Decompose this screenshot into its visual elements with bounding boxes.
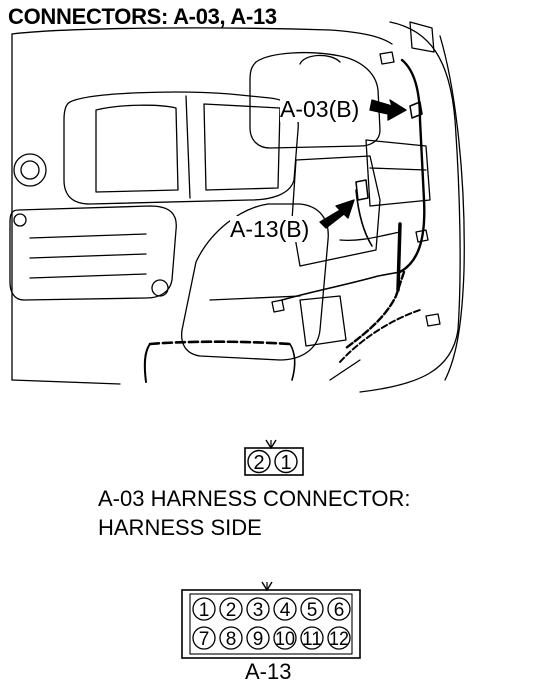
page-title: CONNECTORS: A-03, A-13 — [8, 4, 277, 29]
callout-a03: A-03(B) — [280, 96, 360, 122]
a03-connector-face: 2 1 — [244, 439, 304, 476]
a13-pin-9: 9 — [253, 629, 264, 650]
a03-caption-line2: HARNESS SIDE — [98, 515, 262, 540]
a13-pin-6: 6 — [334, 600, 345, 621]
a03-arrow — [369, 99, 407, 121]
a13-arrow — [319, 199, 355, 229]
a03-caption-line1: A-03 HARNESS CONNECTOR: — [98, 486, 411, 511]
a03-pin-2: 2 — [253, 452, 264, 474]
a13-pin-11: 11 — [302, 629, 322, 650]
a13-pin-12: 12 — [329, 629, 349, 650]
a13-pin-7: 7 — [199, 629, 210, 650]
a13-connector-face: 1 2 3 4 5 6 7 8 9 10 11 12 — [181, 581, 361, 659]
a13-pin-2: 2 — [226, 600, 237, 621]
a03-pin-1: 1 — [280, 452, 291, 474]
a13-pin-1: 1 — [199, 600, 210, 621]
a13-pin-5: 5 — [307, 600, 318, 621]
a13-pin-4: 4 — [280, 600, 291, 621]
callout-a13: A-13(B) — [230, 216, 310, 242]
a13-label: A-13 — [245, 659, 292, 684]
a13-pin-10: 10 — [275, 629, 295, 650]
a13-pin-3: 3 — [253, 600, 264, 621]
a13-pin-8: 8 — [226, 629, 237, 650]
